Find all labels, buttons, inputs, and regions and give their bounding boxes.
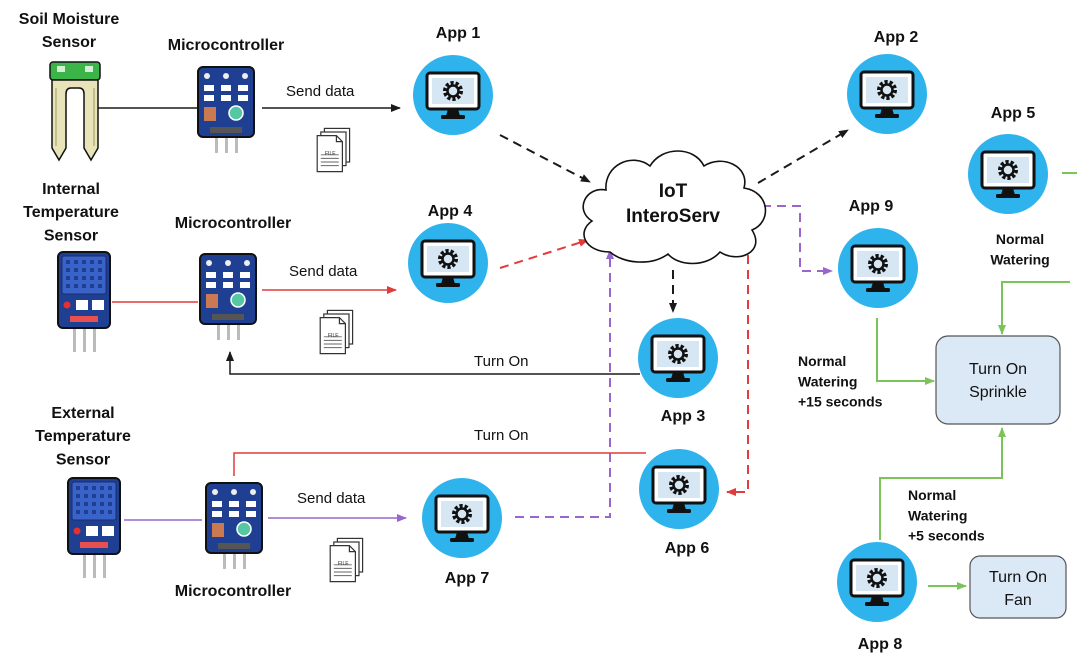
cloud-label-line2: InteroServ	[626, 206, 720, 227]
microcontroller-icon	[197, 66, 255, 154]
monitor-gear-icon	[637, 447, 721, 531]
edge-app4-to-cloud	[499, 238, 589, 269]
edge-app3-to-mcu2	[226, 351, 640, 375]
app-label-4: App 4	[428, 203, 473, 220]
microcontroller-label-2: Microcontroller	[175, 215, 291, 232]
monitor-gear-icon	[835, 540, 919, 624]
app-node-1: App 1	[411, 25, 495, 137]
microcontroller-label-3: Microcontroller	[175, 583, 291, 600]
file-label: FILE	[338, 561, 349, 567]
app-node-5: App 5	[966, 105, 1050, 216]
app-node-8: App 8	[835, 540, 919, 653]
monitor-gear-icon	[836, 226, 920, 310]
turn-on-label-app6: Turn On	[474, 427, 528, 444]
file-icon	[329, 537, 364, 583]
app-node-4: App 4	[406, 203, 490, 305]
edge-cloud-to-app2	[757, 129, 849, 184]
monitor-gear-icon	[636, 316, 720, 400]
edge-app6-to-mcu3	[233, 452, 646, 476]
app-label-2: App 2	[874, 29, 919, 46]
app-node-6: App 6	[637, 447, 721, 557]
app-node-2: App 2	[845, 29, 929, 136]
edge-app8-to-sprinkle	[879, 427, 1006, 540]
edge-app1-to-cloud	[499, 134, 591, 183]
file-label: FILE	[328, 333, 339, 339]
monitor-gear-icon	[420, 476, 504, 560]
app-label-1: App 1	[436, 25, 481, 42]
send-data-label-2: Send data	[289, 263, 358, 280]
app-label-9: App 9	[849, 198, 894, 215]
edge-app5-to-sprinkle	[998, 281, 1070, 335]
microcontroller-icon	[198, 252, 258, 342]
monitor-gear-icon	[966, 132, 1050, 216]
app-label-3: App 3	[661, 408, 706, 425]
microcontroller-label-1: Microcontroller	[168, 37, 284, 54]
edge-cloud-to-app9	[762, 205, 833, 275]
cloud-label-line1: IoT	[659, 181, 688, 202]
app-label-8: App 8	[858, 636, 903, 653]
soil-probe-icon	[49, 61, 101, 161]
file-icon	[319, 309, 354, 355]
app-label-5: App 5	[991, 105, 1036, 122]
app-node-7: App 7	[420, 476, 504, 587]
edge-app9-to-sprinkle	[876, 318, 935, 385]
edge-app7-to-cloud	[515, 249, 614, 518]
microcontroller-icon	[204, 481, 264, 571]
send-data-label-3: Send data	[297, 490, 366, 507]
app-label-7: App 7	[445, 570, 490, 587]
cloud-icon	[582, 150, 767, 265]
file-label: FILE	[325, 151, 336, 157]
app-node-3: App 3	[636, 316, 720, 425]
edge-cloud-to-app6	[726, 225, 749, 496]
turn-on-label-app3: Turn On	[474, 353, 528, 370]
monitor-gear-icon	[845, 52, 929, 136]
app-label-6: App 6	[665, 540, 710, 557]
iot-interoserv-cloud: IoT InteroServ	[582, 150, 767, 265]
monitor-gear-icon	[411, 53, 495, 137]
temperature-sensor-icon	[57, 251, 111, 353]
monitor-gear-icon	[406, 221, 490, 305]
temperature-sensor-icon	[67, 477, 121, 579]
app-node-9: App 9	[836, 198, 920, 310]
send-data-label-1: Send data	[286, 83, 355, 100]
file-icon	[316, 127, 351, 173]
